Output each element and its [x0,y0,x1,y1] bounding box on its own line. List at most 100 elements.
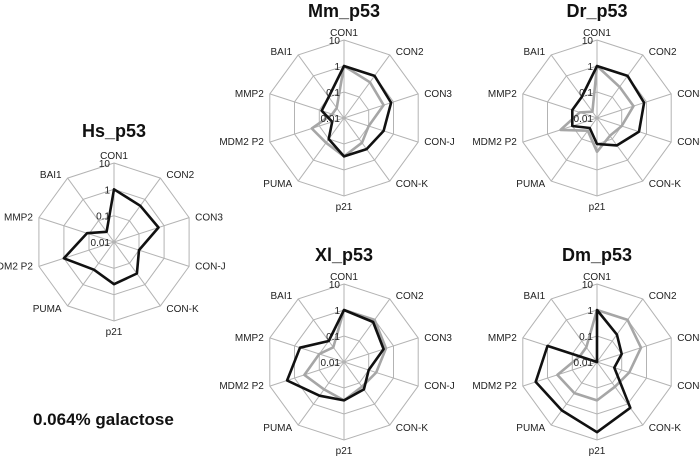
spoke [343,361,419,387]
axis-label: PUMA [33,304,62,315]
spoke [596,117,672,143]
axis-label: MMP2 [235,333,264,344]
spoke [596,298,644,363]
tick-label: 10 [329,280,341,291]
axis-label: CON2 [396,47,424,58]
axis-label: CON2 [649,47,677,58]
spoke [522,93,598,119]
tick-label: 0.1 [96,212,110,223]
spoke [113,241,190,267]
axis-label: CON1 [583,272,611,283]
axis-label: p21 [589,446,606,457]
series-reference [556,308,643,402]
spoke [596,117,644,182]
series-p53 [62,188,160,286]
axis-label: MDM2 P2 [472,381,517,392]
spoke [269,337,345,363]
tick-label: 1 [587,62,593,73]
axis-label: CON3 [677,333,700,344]
radar-dm-p53: 0.010.1110CON1CON2CON3CON-JCON-Kp21PUMAM… [472,245,700,457]
series-p53 [534,308,632,434]
spoke [38,241,115,267]
axis-label: p21 [336,446,353,457]
spoke [297,361,345,426]
spoke [343,361,391,426]
axis-label: MDM2 P2 [219,137,264,148]
axis-label: PUMA [263,423,292,434]
tick-label: 0.1 [579,332,593,343]
spoke [269,361,345,387]
axis-label: CON3 [195,213,223,224]
spoke [550,54,598,119]
spoke [343,298,391,363]
series-p53 [320,64,393,158]
axis-label: BAI1 [271,47,293,58]
axis-label: CON-J [195,261,226,272]
spoke [113,177,161,243]
chart-title: Dm_p53 [562,245,632,265]
tick-label: 10 [99,159,111,170]
radar-mm-p53: 0.010.1110CON1CON2CON3CON-JCON-Kp21PUMAM… [219,1,454,213]
spoke [596,361,644,426]
axis-label: CON-K [396,423,429,434]
axis-label: BAI1 [271,291,293,302]
series-reference [559,64,635,154]
axis-label: CON1 [330,28,358,39]
axis-label: MMP2 [488,89,517,100]
axis-label: MDM2 P2 [219,381,264,392]
axis-label: CON3 [424,89,452,100]
spoke [297,298,345,363]
axis-label: CON-K [649,179,682,190]
axis-label: MMP2 [488,333,517,344]
spoke [343,54,391,119]
axis-label: PUMA [263,179,292,190]
radar-hs-p53: 0.010.1110CON1CON2CON3CON-JCON-Kp21PUMAM… [0,121,226,338]
axis-label: CON-K [649,423,682,434]
axis-label: CON-K [166,304,199,315]
tick-label: 0.01 [574,114,594,125]
axis-label: BAI1 [524,47,546,58]
axis-label: p21 [589,202,606,213]
spoke [596,337,672,363]
spoke [297,117,345,182]
axis-label: CON2 [396,291,424,302]
axis-label: MDM2 P2 [0,261,33,272]
spoke [343,93,419,119]
spoke [343,337,419,363]
chart-title: Hs_p53 [82,121,146,141]
tick-label: 0.01 [91,238,111,249]
axis-label: CON3 [677,89,700,100]
spoke [113,217,190,243]
axis-label: CON-J [424,381,455,392]
axis-label: PUMA [516,423,545,434]
spoke [596,361,672,387]
axis-label: CON3 [424,333,452,344]
spoke [550,298,598,363]
axis-label: MMP2 [235,89,264,100]
tick-label: 1 [104,185,110,196]
tick-label: 10 [329,36,341,47]
axis-label: MDM2 P2 [472,137,517,148]
axis-label: PUMA [516,179,545,190]
tick-label: 10 [582,36,594,47]
axis-label: CON2 [166,170,194,181]
tick-label: 10 [582,280,594,291]
tick-label: 0.01 [574,358,594,369]
series-p53 [570,64,646,147]
spoke [343,117,419,143]
axis-label: CON-J [677,137,700,148]
chart-title: Xl_p53 [315,245,373,265]
tick-label: 1 [334,62,340,73]
tick-label: 0.01 [321,114,341,125]
axis-label: CON2 [649,291,677,302]
spoke [38,217,115,243]
axis-label: MMP2 [4,213,33,224]
axis-label: CON1 [583,28,611,39]
tick-label: 1 [334,306,340,317]
tick-label: 0.1 [579,88,593,99]
axis-label: BAI1 [40,170,62,181]
tick-label: 0.1 [326,332,340,343]
series-p53 [285,308,385,402]
